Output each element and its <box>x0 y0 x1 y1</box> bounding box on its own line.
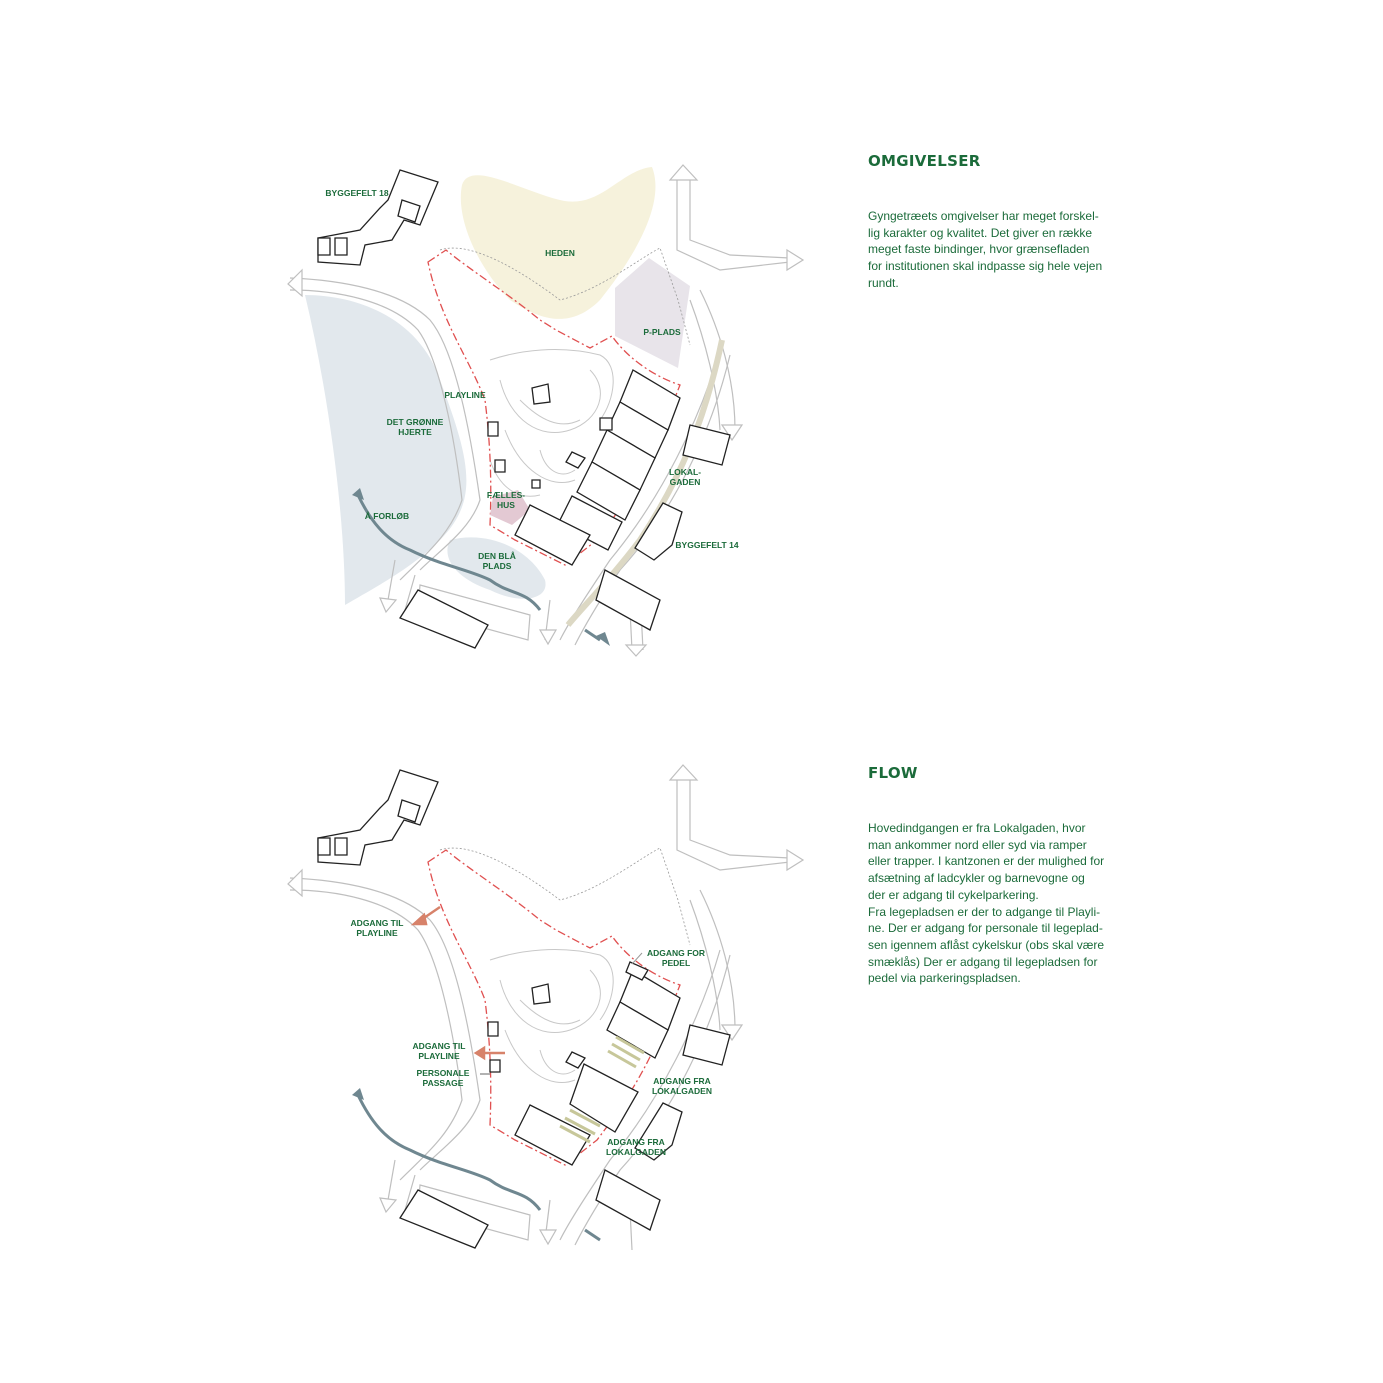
map-omgivelser: BYGGEFELT 18 HEDEN P-PLADS PLAYLINE DET … <box>287 164 805 657</box>
label-faelleshus: FÆLLES- HUS <box>486 490 526 510</box>
label-p-plads: P-PLADS <box>643 327 681 337</box>
label-adgang-fra-lokalgaden-1: ADGANG FRA LOKALGADEN <box>652 1076 712 1096</box>
label-lokalgaden: LOKAL- GADEN <box>668 467 702 487</box>
label-adgang-til-playline-2: ADGANG TIL PLAYLINE <box>412 1041 466 1061</box>
label-heden: HEDEN <box>545 248 575 258</box>
label-playline: PLAYLINE <box>444 390 486 400</box>
label-byggefelt-18: BYGGEFELT 18 <box>325 188 389 198</box>
site-plan-omgivelser <box>287 164 805 657</box>
label-adgang-fra-lokalgaden-2: ADGANG FRA LOKALGADEN <box>606 1137 666 1157</box>
paragraph-omgivelser: Gyngetræets omgivelser har meget forskel… <box>868 209 1103 290</box>
label-aa-forloeb: Å FORLØB <box>364 511 410 521</box>
paragraph-flow: Hovedindgangen er fra Lokalgaden, hvor m… <box>868 821 1105 986</box>
label-adgang-til-playline-1: ADGANG TIL PLAYLINE <box>350 918 404 938</box>
map-flow: ADGANG TIL PLAYLINE ADGANG FOR PEDEL ADG… <box>0 612 1383 1312</box>
label-byggefelt-14: BYGGEFELT 14 <box>675 540 739 550</box>
site-plan-flow <box>287 764 805 1251</box>
label-adgang-for-pedel: ADGANG FOR PEDEL <box>646 948 706 968</box>
label-den-blaa-plads: DEN BLÅ PLADS <box>478 551 516 571</box>
label-personale-passage: PERSONALE PASSAGE <box>416 1068 470 1088</box>
label-det-groenne-hjerte: DET GRØNNE HJERTE <box>386 417 444 437</box>
heading-omgivelser: OMGIVELSER <box>868 152 981 170</box>
heading-flow: FLOW <box>868 764 918 782</box>
